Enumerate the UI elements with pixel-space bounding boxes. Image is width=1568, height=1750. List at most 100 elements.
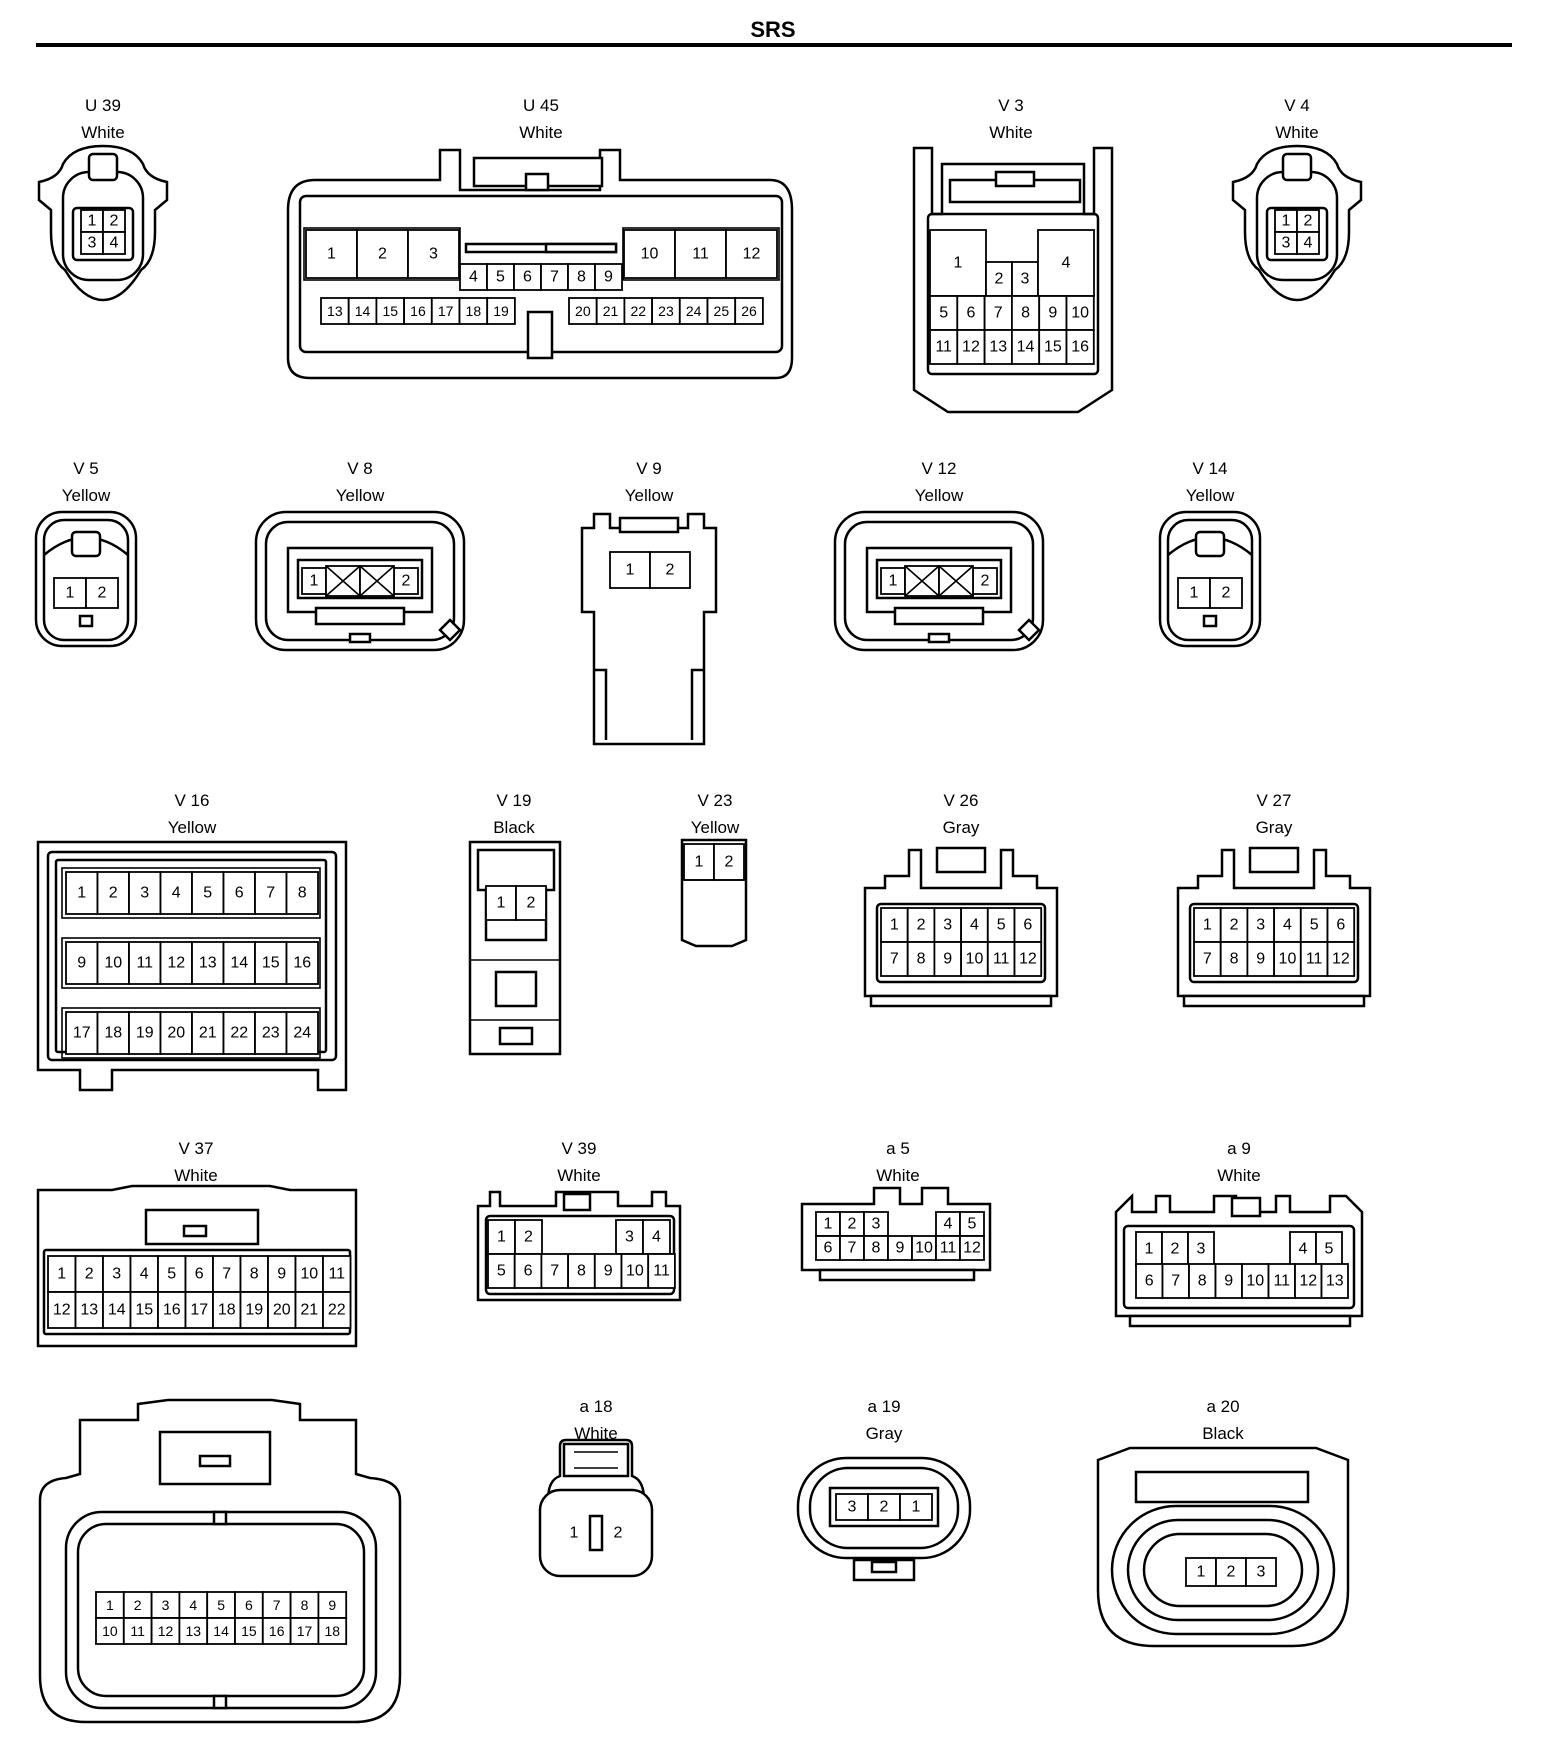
- pin-cell: [301, 567, 327, 595]
- pin-cell: [725, 229, 778, 279]
- connector-color: Gray: [1256, 818, 1293, 837]
- pin-number: 10: [1279, 951, 1297, 968]
- pin-number: 14: [108, 1302, 126, 1319]
- pin-cell: [320, 297, 350, 325]
- pin-number: 14: [213, 1623, 229, 1639]
- pin-number: 6: [966, 305, 975, 322]
- connector-color: White: [876, 1166, 919, 1185]
- pin-number: 24: [686, 303, 702, 319]
- pin-cell: [157, 1291, 187, 1329]
- pin-cell: [513, 1253, 543, 1289]
- housing-outline: [78, 614, 94, 628]
- housing-outline: [212, 1510, 228, 1526]
- pin-number: 20: [167, 1025, 185, 1042]
- pin-number: 11: [1306, 951, 1323, 968]
- connector-color: Yellow: [168, 818, 217, 837]
- pin-cell: [1215, 1557, 1247, 1587]
- pin-number: 12: [167, 955, 185, 972]
- pin-number: 1: [497, 1229, 506, 1246]
- key-mark: [1017, 618, 1041, 642]
- pin-number: 17: [438, 303, 454, 319]
- pin-number: 7: [550, 1263, 559, 1280]
- pin-cell: [122, 1591, 153, 1619]
- housing-outline: [580, 512, 718, 746]
- connector-color: Yellow: [62, 486, 111, 505]
- housing-outline: [544, 242, 618, 254]
- pin-cell: [212, 1291, 242, 1329]
- pin-number: 1: [626, 562, 635, 579]
- pin-cell: [1326, 941, 1356, 977]
- pin-cell: [128, 941, 162, 985]
- pin-number: 3: [1257, 1564, 1266, 1581]
- pin-number: 25: [714, 303, 730, 319]
- housing-outline: [498, 1026, 534, 1046]
- pin-number: 15: [262, 955, 280, 972]
- pin-number: 4: [110, 235, 119, 252]
- pin-number: 24: [293, 1025, 311, 1042]
- pin-number: 8: [1230, 951, 1239, 968]
- pin-cell: [959, 1235, 985, 1261]
- connector-id: a 5: [886, 1139, 910, 1158]
- housing-outline: [1248, 846, 1300, 874]
- pin-number: 18: [104, 1025, 122, 1042]
- pin-cell: [1273, 941, 1302, 977]
- pin-cell: [254, 871, 288, 915]
- pin-cell: [289, 1617, 320, 1645]
- pin-number: 7: [266, 885, 275, 902]
- housing-outline: [348, 632, 372, 644]
- connector-color: Yellow: [1186, 486, 1235, 505]
- pin-cell: [128, 1011, 162, 1055]
- pin-cell: [899, 1493, 933, 1521]
- pin-cell: [983, 329, 1013, 365]
- housing-outline: [926, 212, 1100, 376]
- connector-id: V 23: [698, 791, 733, 810]
- housing-outline: [927, 632, 951, 644]
- housing-outline: [1122, 1224, 1356, 1310]
- pin-number: 2: [110, 213, 119, 230]
- pin-number: 2: [725, 854, 734, 871]
- pin-cell: [191, 941, 225, 985]
- pin-number: 20: [273, 1302, 291, 1319]
- pin-number: 11: [940, 1240, 957, 1257]
- housing-outline: [935, 846, 987, 874]
- pin-cell: [347, 297, 378, 325]
- pin-number: 15: [241, 1623, 257, 1639]
- pin-cell: [254, 1011, 288, 1055]
- pin-cell: [540, 263, 569, 291]
- pin-cell: [486, 297, 516, 325]
- housing-outline: [314, 606, 406, 626]
- pin-number: 15: [1044, 339, 1062, 356]
- pin-number: 10: [300, 1266, 318, 1283]
- pin-cell: [102, 231, 126, 255]
- pin-number: 4: [172, 885, 181, 902]
- connector-color: Black: [493, 818, 535, 837]
- pin-cell: [956, 295, 986, 331]
- pin-number: 1: [824, 1216, 833, 1233]
- pin-cell: [305, 229, 358, 279]
- connector-color: Yellow: [691, 818, 740, 837]
- pin-number: 4: [1299, 1241, 1308, 1258]
- pin-number: 5: [997, 917, 1006, 934]
- pin-number: 11: [328, 1266, 345, 1283]
- housing-outline: [61, 937, 321, 989]
- pin-number: 3: [1256, 917, 1265, 934]
- connector-color: White: [174, 1166, 217, 1185]
- pin-cell: [674, 229, 727, 279]
- pin-number: 2: [981, 573, 990, 590]
- pin-cell: [567, 1253, 596, 1289]
- pin-cell: [1161, 1263, 1190, 1299]
- pin-number: 2: [402, 573, 411, 590]
- pin-number: 4: [469, 269, 478, 286]
- pin-number: 8: [1021, 305, 1030, 322]
- pin-cell: [485, 885, 517, 921]
- housing-outline: [1230, 1196, 1262, 1218]
- pin-cell: [1296, 231, 1320, 255]
- pin-number: 5: [939, 305, 948, 322]
- pin-cell: [1038, 329, 1068, 365]
- connector-id: V 19: [497, 791, 532, 810]
- pin-number: 19: [136, 1025, 154, 1042]
